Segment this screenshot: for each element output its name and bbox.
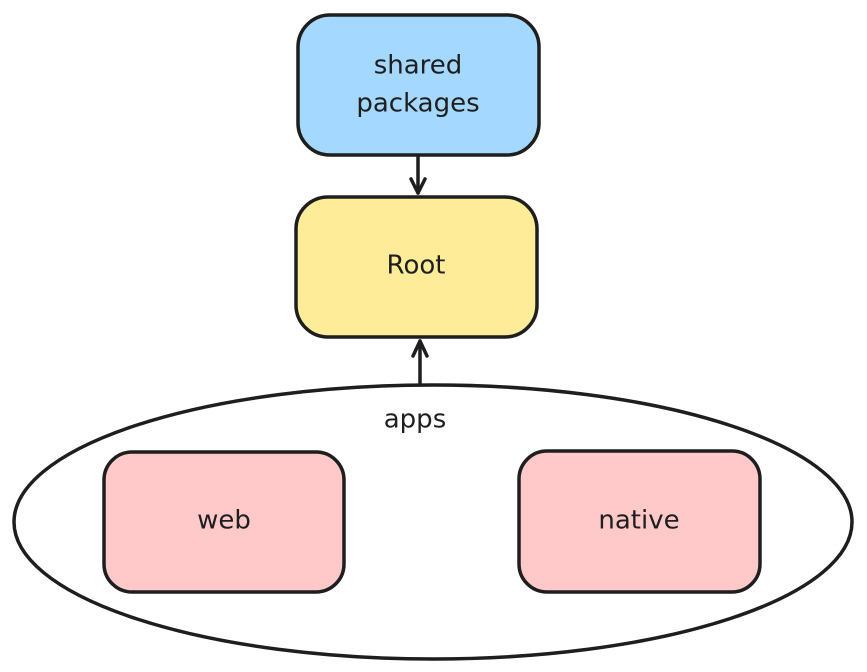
root-node[interactable]: Root <box>294 195 539 339</box>
root-label: Root <box>387 251 446 281</box>
arrow-apps-to-root <box>411 339 429 386</box>
web-label: web <box>197 506 251 536</box>
apps-label: apps <box>384 405 447 435</box>
arrow-shared-to-root <box>409 155 427 195</box>
shared-packages-node[interactable]: shared packages <box>296 13 541 157</box>
native-label: native <box>598 506 679 536</box>
web-box[interactable] <box>102 450 346 594</box>
arrowhead-down-icon <box>409 177 427 195</box>
shared-packages-box[interactable] <box>296 13 541 157</box>
root-box[interactable] <box>294 195 539 339</box>
web-node[interactable]: web <box>102 450 346 594</box>
native-box[interactable] <box>517 449 762 594</box>
arrowhead-up-icon <box>411 339 429 358</box>
shared-packages-label-line2: packages <box>356 89 479 119</box>
native-node[interactable]: native <box>517 449 762 594</box>
shared-packages-label-line1: shared <box>374 51 463 81</box>
